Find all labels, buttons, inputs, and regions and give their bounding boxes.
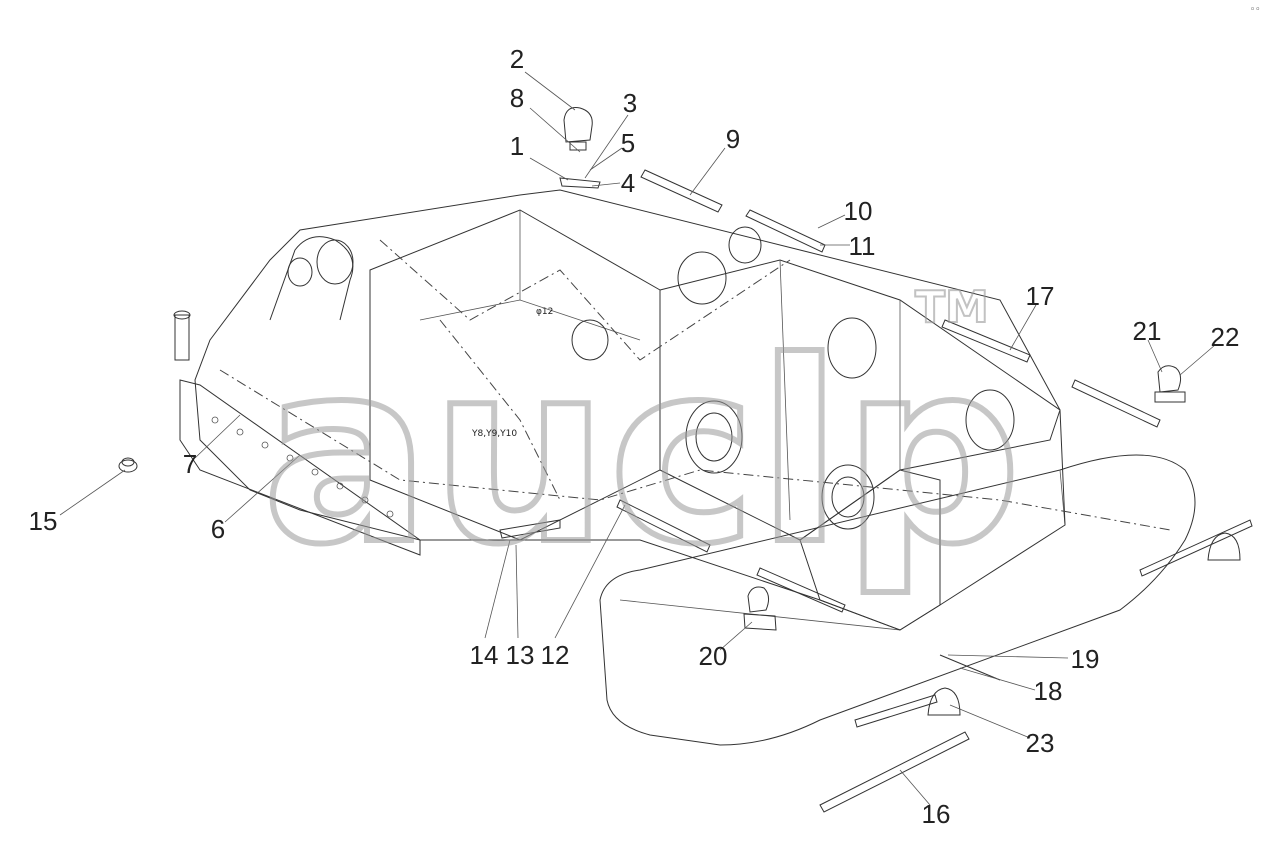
- section-label: φ12: [536, 307, 553, 317]
- callout-16: 16: [922, 799, 951, 829]
- strip-part-18: [939, 654, 1001, 681]
- lamp-part-23: [927, 687, 961, 716]
- callout-1: 1: [510, 131, 524, 161]
- strip-part-9: [640, 169, 723, 213]
- callout-15: 15: [29, 506, 58, 536]
- corner-mark: ◦◦: [1250, 5, 1261, 15]
- lamp-part-2: [563, 107, 593, 143]
- callout-12: 12: [541, 640, 570, 670]
- watermark-text: auclp: [262, 308, 1022, 599]
- strip-part-b: [756, 567, 846, 613]
- strip-part-10: [745, 209, 826, 253]
- frame-structure: [173, 189, 1196, 746]
- strip-part-a: [1071, 379, 1161, 428]
- callout-5: 5: [621, 128, 635, 158]
- lamp-part-21: [1157, 365, 1182, 393]
- watermark-tm: TM: [915, 282, 989, 333]
- callout-21: 21: [1133, 316, 1162, 346]
- callout-23: 23: [1026, 728, 1055, 758]
- leader-lines: [59, 71, 1216, 806]
- callout-3: 3: [623, 88, 637, 118]
- callout-10: 10: [844, 196, 873, 226]
- callout-18: 18: [1034, 676, 1063, 706]
- strip-part-16: [819, 731, 970, 813]
- callouts: 2 8 3 1 5 4 9 10 11 17 21 22 15 7 6 14 1…: [29, 44, 1240, 829]
- callout-14: 14: [470, 640, 499, 670]
- watermark: auclp TM: [259, 281, 1025, 602]
- callout-7: 7: [183, 449, 197, 479]
- callout-11: 11: [849, 231, 876, 261]
- callout-19: 19: [1071, 644, 1100, 674]
- strip-part-12: [616, 499, 711, 553]
- bracket-part-1: [559, 177, 601, 189]
- base-part-15: [118, 459, 138, 473]
- callout-2: 2: [510, 44, 524, 74]
- callout-4: 4: [621, 168, 635, 198]
- y-label: Y8,Y9,Y10: [471, 429, 517, 439]
- lamp-part-20: [747, 586, 770, 613]
- callout-8: 8: [510, 83, 524, 113]
- strip-part-17: [941, 319, 1031, 363]
- lamp-part-right: [1207, 532, 1241, 561]
- callout-9: 9: [726, 124, 740, 154]
- bracket-part-13: [499, 519, 561, 539]
- callout-22: 22: [1211, 322, 1240, 352]
- callout-17: 17: [1026, 281, 1055, 311]
- callout-20: 20: [699, 641, 728, 671]
- callout-6: 6: [211, 514, 225, 544]
- parts: [118, 107, 1253, 813]
- callout-13: 13: [506, 640, 535, 670]
